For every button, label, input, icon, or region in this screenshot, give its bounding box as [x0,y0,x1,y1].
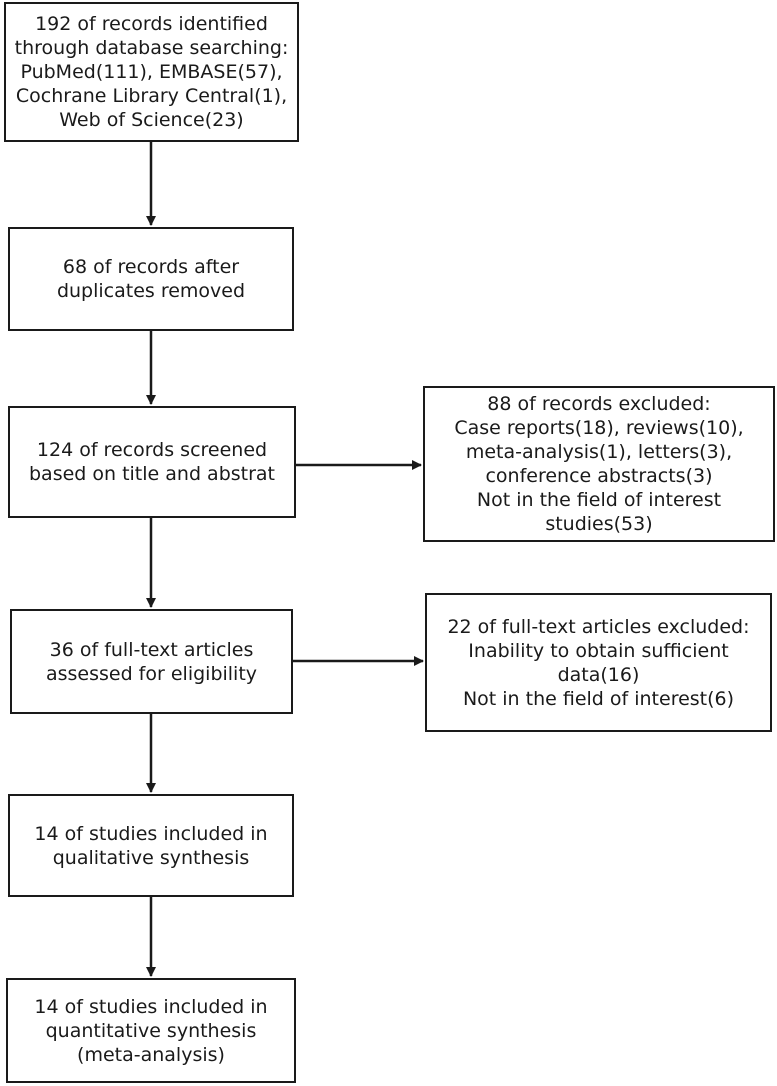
screened-line: 124 of records screened [36,439,268,461]
qualitative-line: qualitative synthesis [52,846,250,869]
screened-line: based on title and abstrat [28,463,276,485]
records-excluded-box: 88 of records excluded: Case reports(18)… [423,386,775,542]
fulltext-excluded-line: Inability to obtain sufficient [468,639,729,662]
identification-line: 192 of records identified [35,13,268,35]
excluded-line: studies(53) [545,513,653,535]
identification-box: 192 of records identified through databa… [4,2,299,142]
excluded-line: conference abstracts(3) [485,465,713,487]
fulltext-excluded-box: 22 of full-text articles excluded: Inabi… [425,593,772,732]
identification-line: Cochrane Library Central(1), [15,85,288,107]
excluded-line: 88 of records excluded: [487,393,711,415]
screened-box: 124 of records screened based on title a… [8,406,296,518]
quantitative-synthesis-box: 14 of studies included in quantitative s… [6,978,296,1083]
eligibility-line: assessed for eligibility [45,662,258,685]
fulltext-excluded-line: Not in the field of interest(6) [462,687,735,710]
quantitative-line: 14 of studies included in [34,995,268,1018]
duplicates-line: duplicates removed [56,280,246,302]
identification-line: through database searching: [14,37,289,59]
eligibility-line: 36 of full-text articles [49,638,254,661]
excluded-line: meta-analysis(1), letters(3), [465,441,733,463]
identification-line: PubMed(111), EMBASE(57), [20,61,283,83]
qualitative-synthesis-box: 14 of studies included in qualitative sy… [8,794,294,897]
fulltext-excluded-line: data(16) [557,663,640,686]
excluded-line: Case reports(18), reviews(10), [454,417,744,439]
fulltext-excluded-line: 22 of full-text articles excluded: [447,615,750,638]
duplicates-line: 68 of records after [62,256,240,278]
qualitative-line: 14 of studies included in [34,822,268,845]
identification-line: Web of Science(23) [59,109,244,131]
duplicates-removed-box: 68 of records after duplicates removed [8,227,294,331]
eligibility-box: 36 of full-text articles assessed for el… [10,609,293,714]
quantitative-line: quantitative synthesis [45,1019,257,1042]
excluded-line: Not in the field of interest [476,489,722,511]
quantitative-line: (meta-analysis) [77,1043,225,1066]
